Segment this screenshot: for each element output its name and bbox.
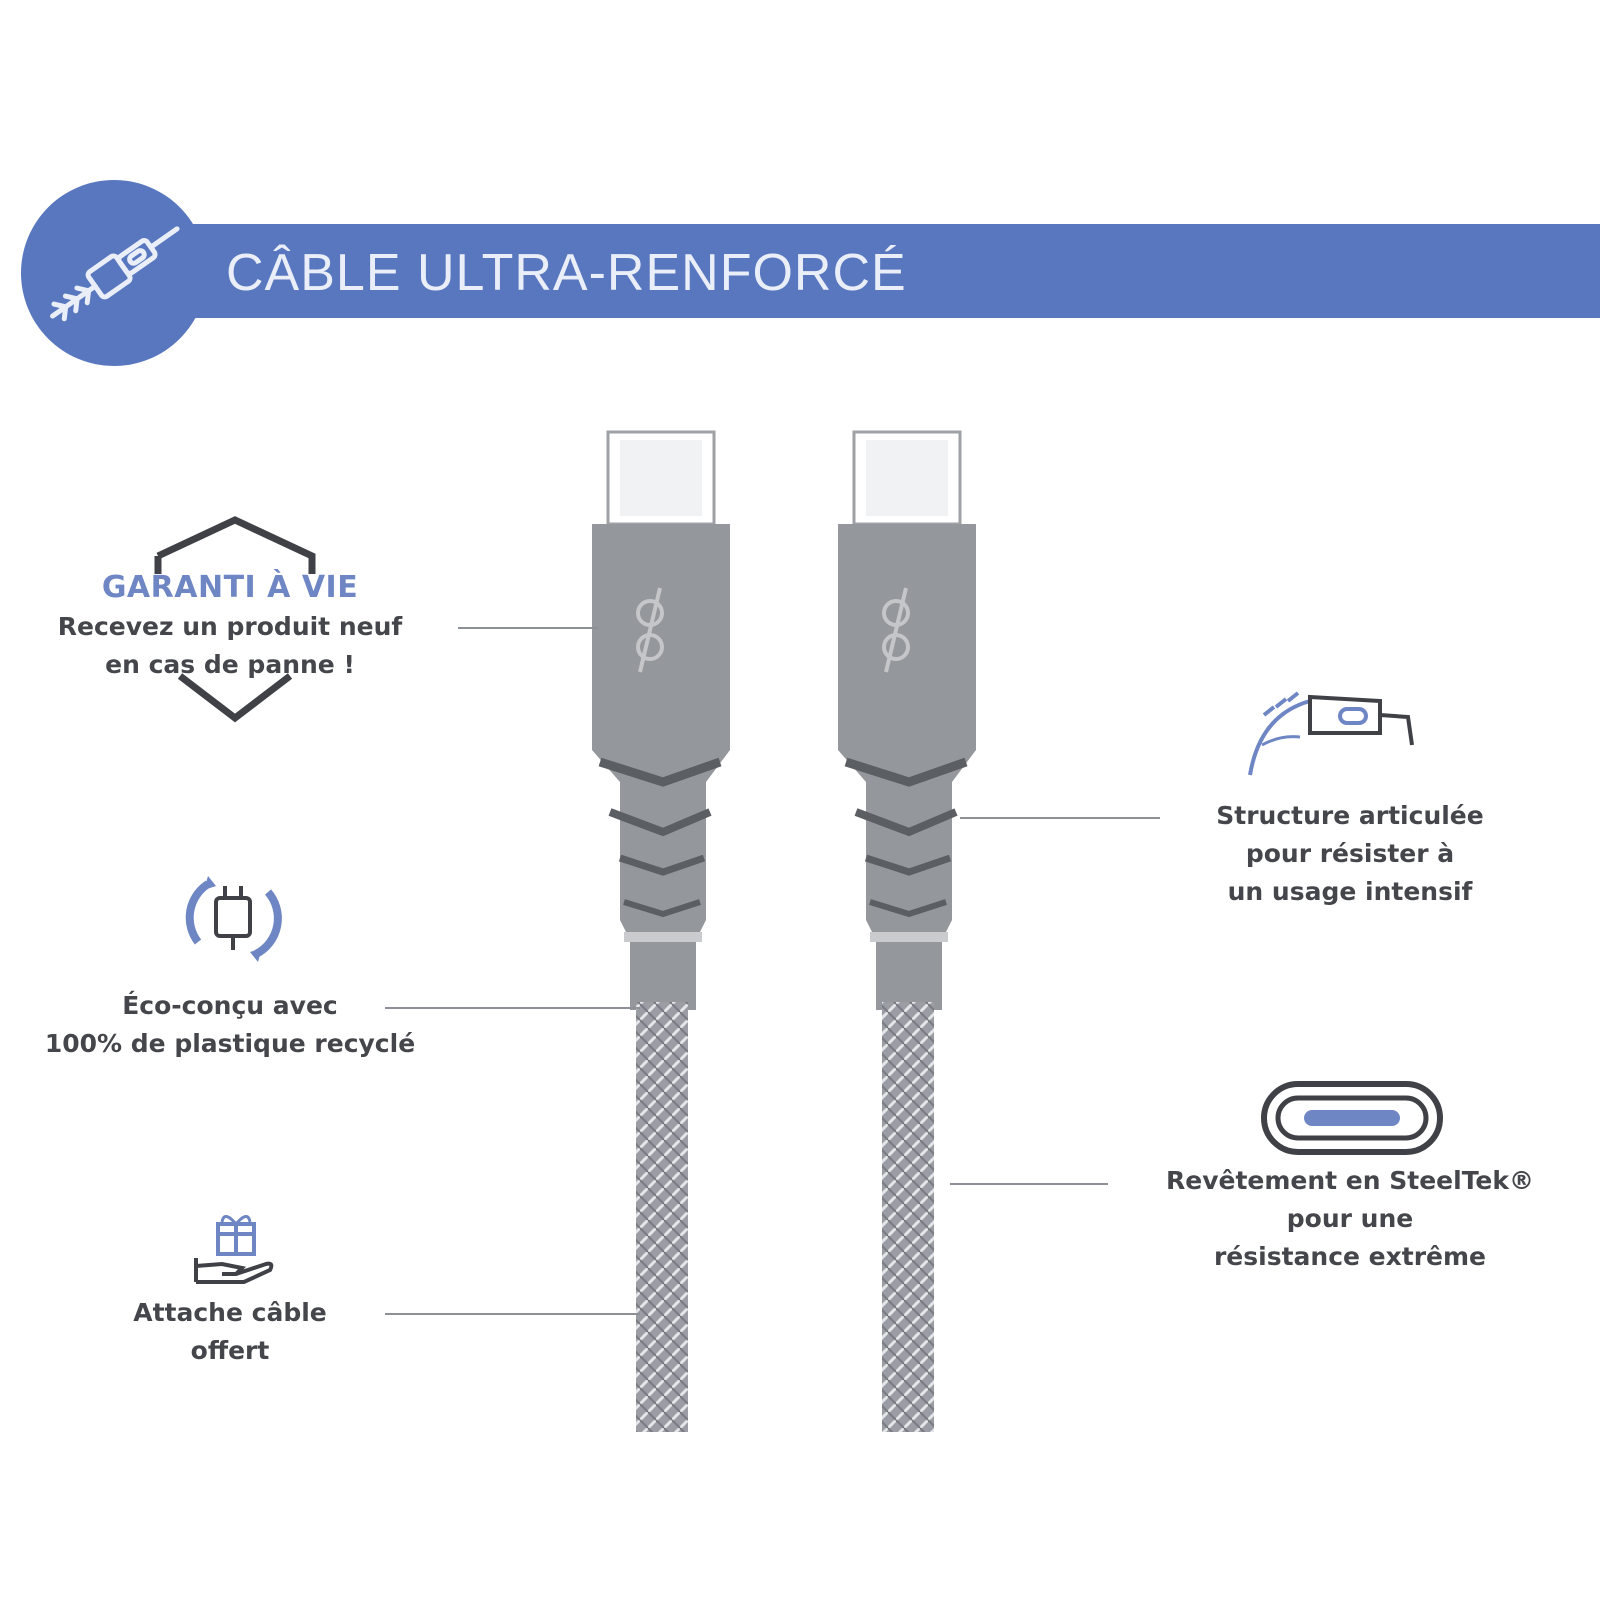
coating-feature: Revêtement en SteelTek® pour une résista… xyxy=(1120,1162,1580,1276)
gift-hand-icon xyxy=(194,1215,274,1284)
eco-leader-line xyxy=(385,1007,640,1009)
tie-leader-line xyxy=(385,1313,640,1315)
eco-line-2: 100% de plastique recyclé xyxy=(44,1029,416,1058)
articulated-cable-icon xyxy=(1248,691,1414,776)
right-cable xyxy=(838,430,976,1432)
tie-feature: Attache câble offert xyxy=(60,1294,400,1370)
coating-line-1: Revêtement en SteelTek® xyxy=(1165,1166,1535,1195)
page-title: CÂBLE ULTRA-RENFORCÉ xyxy=(226,244,907,302)
coating-line-3: résistance extrême xyxy=(1213,1242,1487,1271)
structure-leader-line xyxy=(960,817,1160,819)
warranty-feature: GARANTI À VIE Recevez un produit neuf en… xyxy=(20,568,440,684)
coating-line-2: pour une xyxy=(1286,1204,1414,1233)
left-cable xyxy=(592,430,730,1432)
header-banner xyxy=(160,224,1600,318)
braided-cable-icon xyxy=(50,226,180,322)
warranty-leader-line xyxy=(458,627,598,629)
recycled-charger-icon xyxy=(185,876,282,962)
structure-line-3: un usage intensif xyxy=(1227,877,1473,906)
banner-badge xyxy=(21,180,207,366)
structure-feature: Structure articulée pour résister à un u… xyxy=(1140,797,1560,911)
eco-line-1: Éco-conçu avec xyxy=(122,991,338,1020)
shield-outline-icon xyxy=(154,516,316,723)
brand-logo-icon xyxy=(636,587,664,673)
tie-line-1: Attache câble xyxy=(133,1298,327,1327)
tie-line-2: offert xyxy=(190,1336,270,1365)
steel-link-icon xyxy=(1261,1081,1443,1155)
cable-illustration xyxy=(592,430,976,1432)
warranty-line-2: en cas de panne ! xyxy=(105,650,355,679)
eco-feature: Éco-conçu avec 100% de plastique recyclé xyxy=(10,987,450,1063)
warranty-title: GARANTI À VIE xyxy=(101,570,359,605)
structure-line-2: pour résister à xyxy=(1245,839,1455,868)
structure-line-1: Structure articulée xyxy=(1216,801,1484,830)
warranty-line-1: Recevez un produit neuf xyxy=(57,612,403,641)
coating-leader-line xyxy=(950,1183,1108,1185)
